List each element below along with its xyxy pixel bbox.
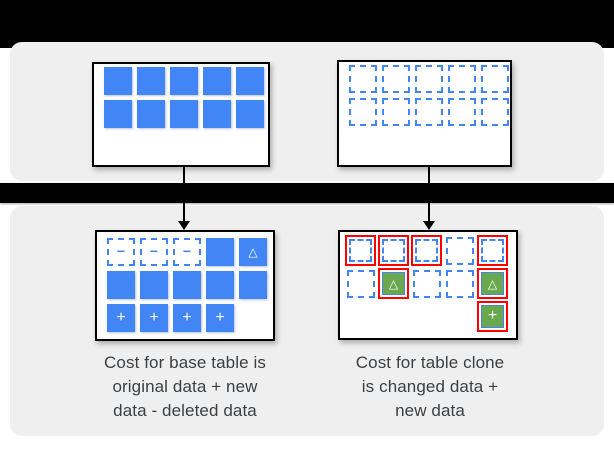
solid-data-block-icon [203,100,231,128]
plus-glyph: + [487,307,498,324]
base-table-original-box [92,62,270,167]
added-data-block-icon: + [107,304,135,332]
minus-glyph: − [182,243,192,259]
block-row: + + + + [107,304,273,332]
solid-data-block-icon [239,271,267,299]
dashed-data-block-icon [445,236,474,265]
base-table-after-box: − − − △ + + + + [95,230,275,341]
caption-line: Cost for base table is [104,353,266,372]
solid-data-block-icon [104,67,132,95]
down-arrow-right-head [423,221,435,230]
block-row [349,98,510,126]
dashed-data-block-icon [382,98,410,126]
caption-line: data - deleted data [113,401,257,420]
added-data-block-icon: + [140,304,168,332]
red-outlined-added-block-icon: + [477,301,508,332]
inner-dashed-block [382,239,405,262]
dashed-data-block-icon [481,98,509,126]
green-data-block: △ [382,272,405,295]
caption-base-table-cost: Cost for base table is original data + n… [75,351,295,423]
block-row [345,235,516,266]
caption-line: new data [395,401,465,420]
block-row: + [345,301,516,332]
dashed-data-block-icon [415,65,443,93]
caption-line: Cost for table clone [355,353,505,372]
dashed-data-block-icon [346,269,375,298]
block-row [107,271,273,299]
triangle-glyph: △ [487,276,498,291]
minus-glyph: − [116,243,126,259]
deleted-data-block-icon: − [140,238,168,266]
inner-dashed-block [415,239,438,262]
dashed-data-block-icon [448,65,476,93]
added-data-block-icon: + [206,304,234,332]
green-data-block: + [481,305,504,328]
down-arrow-right-line [428,167,430,222]
red-outlined-changed-block-icon: △ [477,268,508,299]
dashed-data-block-icon [445,269,474,298]
dashed-data-block-icon [382,65,410,93]
solid-data-block-icon [104,100,132,128]
dashed-data-block-icon [412,269,441,298]
dashed-data-block-icon [349,65,377,93]
solid-data-block-icon [107,271,135,299]
inner-dashed-block [349,239,372,262]
inner-dashed-block [481,239,504,262]
deleted-data-block-icon: − [173,238,201,266]
red-outlined-dashed-block-icon [477,235,508,266]
table-clone-original-box [337,60,512,167]
changed-data-block-icon: △ [239,238,267,266]
solid-data-block-icon [173,271,201,299]
caption-line: is changed data + [361,377,499,396]
table-clone-after-box: △△+ [338,230,518,340]
dashed-data-block-icon [448,98,476,126]
red-outlined-dashed-block-icon [378,235,409,266]
deleted-data-block-icon: − [107,238,135,266]
solid-data-block-icon [236,100,264,128]
red-outlined-changed-block-icon: △ [378,268,409,299]
caption-table-clone-cost: Cost for table clone is changed data + n… [320,351,540,423]
solid-data-block-icon [203,67,231,95]
caption-line: original data + new [112,377,258,396]
red-outlined-dashed-block-icon [411,235,442,266]
red-outlined-dashed-block-icon [345,235,376,266]
solid-data-block-icon [206,238,234,266]
dashed-data-block-icon [481,65,509,93]
down-arrow-left-line [183,167,185,222]
block-row [104,67,268,95]
block-row: △△ [345,268,516,299]
block-row: − − − △ [107,238,273,266]
plus-glyph: + [116,308,126,326]
solid-data-block-icon [140,271,168,299]
block-row [349,65,510,93]
solid-data-block-icon [170,100,198,128]
triangle-glyph: △ [248,245,258,259]
solid-data-block-icon [137,67,165,95]
green-data-block: △ [481,272,504,295]
solid-data-block-icon [137,100,165,128]
dashed-data-block-icon [349,98,377,126]
divider-black-bar [0,183,614,203]
solid-data-block-icon [206,271,234,299]
plus-glyph: + [182,308,192,326]
plus-glyph: + [149,308,159,326]
block-row [104,100,268,128]
solid-data-block-icon [170,67,198,95]
triangle-glyph: △ [388,276,399,291]
solid-data-block-icon [236,67,264,95]
dashed-data-block-icon [415,98,443,126]
minus-glyph: − [149,243,159,259]
down-arrow-left-head [178,221,190,230]
added-data-block-icon: + [173,304,201,332]
top-black-bar [0,0,614,48]
plus-glyph: + [215,308,225,326]
